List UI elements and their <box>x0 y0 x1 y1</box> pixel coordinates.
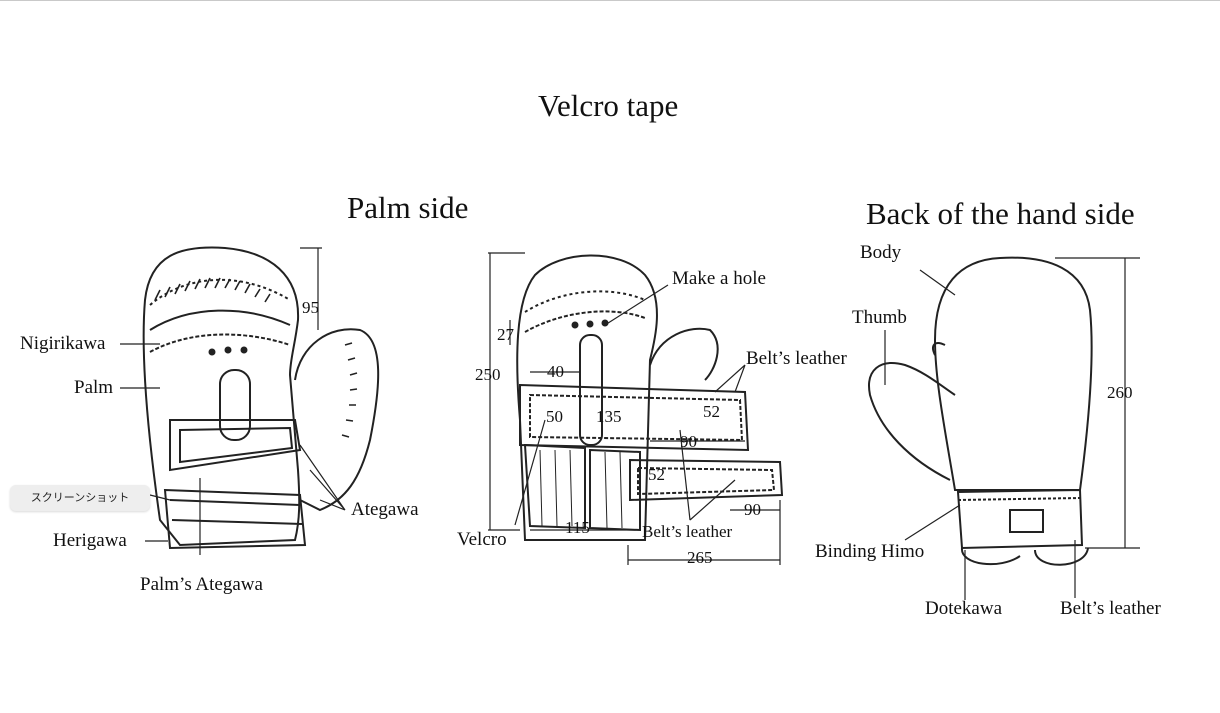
dim-52-top: 52 <box>703 402 720 421</box>
title-palm-side: Palm side <box>347 190 469 225</box>
left-glove-thumb <box>294 328 380 512</box>
dim-260-line <box>1055 257 1140 549</box>
label-ategawa: Ategawa <box>351 499 419 520</box>
mid-block-lines <box>539 449 623 529</box>
dim-265-line <box>627 500 781 565</box>
back-glove-thumb <box>868 362 956 481</box>
mid-upper-strap <box>519 383 750 452</box>
dim-27: 27 <box>497 325 514 344</box>
label-belts-leather-back: Belt’s leather <box>1060 598 1161 619</box>
label-palm: Palm <box>74 377 114 398</box>
back-loops <box>961 547 1089 566</box>
back-side-glove <box>868 256 1140 566</box>
dim-250: 250 <box>475 365 501 384</box>
left-cuff <box>163 488 307 550</box>
label-herigawa: Herigawa <box>53 530 127 551</box>
left-glove-stitch-arc <box>149 278 291 306</box>
back-glove-knuckle <box>932 342 946 356</box>
palm-leaders <box>120 343 346 555</box>
back-cuff-stitch <box>957 497 1081 501</box>
label-binding-himo: Binding Himo <box>815 541 925 562</box>
palm-side-glove <box>142 246 380 550</box>
left-glove-band-lower <box>149 333 291 353</box>
dim-260: 260 <box>1107 383 1133 402</box>
middle-leaders <box>514 284 746 526</box>
screenshot-tooltip[interactable]: スクリーンショット <box>10 485 150 511</box>
mid-glove-outline <box>516 254 658 541</box>
label-belts-leather-bottom: Belt’s leather <box>642 522 733 541</box>
left-glove-outline <box>142 246 301 547</box>
dim-95-line <box>300 247 322 330</box>
dim-95: 95 <box>302 298 319 317</box>
dim-135: 135 <box>596 407 622 426</box>
label-dotekawa: Dotekawa <box>925 598 1003 619</box>
dim-90-right: 90 <box>744 500 761 519</box>
back-cuff-tab <box>1009 509 1044 533</box>
dim-52-bottom: 52 <box>648 465 665 484</box>
left-glove-thumb-stitch <box>341 342 358 438</box>
mid-glove-stitch-2 <box>524 310 646 333</box>
left-hole-slot <box>219 369 251 441</box>
dim-40: 40 <box>547 362 564 381</box>
title-back-of-hand-side: Back of the hand side <box>866 196 1135 231</box>
left-strap-inner <box>179 426 294 464</box>
mid-upper-strap-inner <box>529 393 744 442</box>
label-nigirikawa: Nigirikawa <box>20 333 106 354</box>
back-leaders <box>884 269 1076 600</box>
label-palms-ategawa: Palm’s Ategawa <box>140 574 263 595</box>
dim-50: 50 <box>546 407 563 426</box>
mid-glove-thumb <box>649 327 719 381</box>
left-glove-teeth <box>154 277 271 303</box>
label-belts-leather-top: Belt’s leather <box>746 348 847 369</box>
mid-lower-strap <box>629 458 784 502</box>
mid-hole-slot <box>579 334 603 446</box>
label-velcro: Velcro <box>457 529 507 550</box>
dim-250-line <box>488 252 525 531</box>
dim-265: 265 <box>687 548 713 567</box>
left-cuff-band <box>169 499 303 525</box>
middle-glove <box>488 252 784 565</box>
back-glove-outline <box>933 256 1093 491</box>
dim-115: 115 <box>565 518 590 537</box>
label-thumb: Thumb <box>852 307 907 328</box>
title-velcro-tape: Velcro tape <box>538 88 679 123</box>
mid-glove-stitch-1 <box>524 290 646 313</box>
left-strap <box>169 419 302 472</box>
back-cuff <box>956 488 1084 550</box>
left-glove-band-upper <box>149 309 291 331</box>
top-border <box>0 0 1220 1</box>
dim-90-mid: 90 <box>680 432 697 451</box>
label-body: Body <box>860 242 902 263</box>
label-make-a-hole: Make a hole <box>672 268 766 289</box>
